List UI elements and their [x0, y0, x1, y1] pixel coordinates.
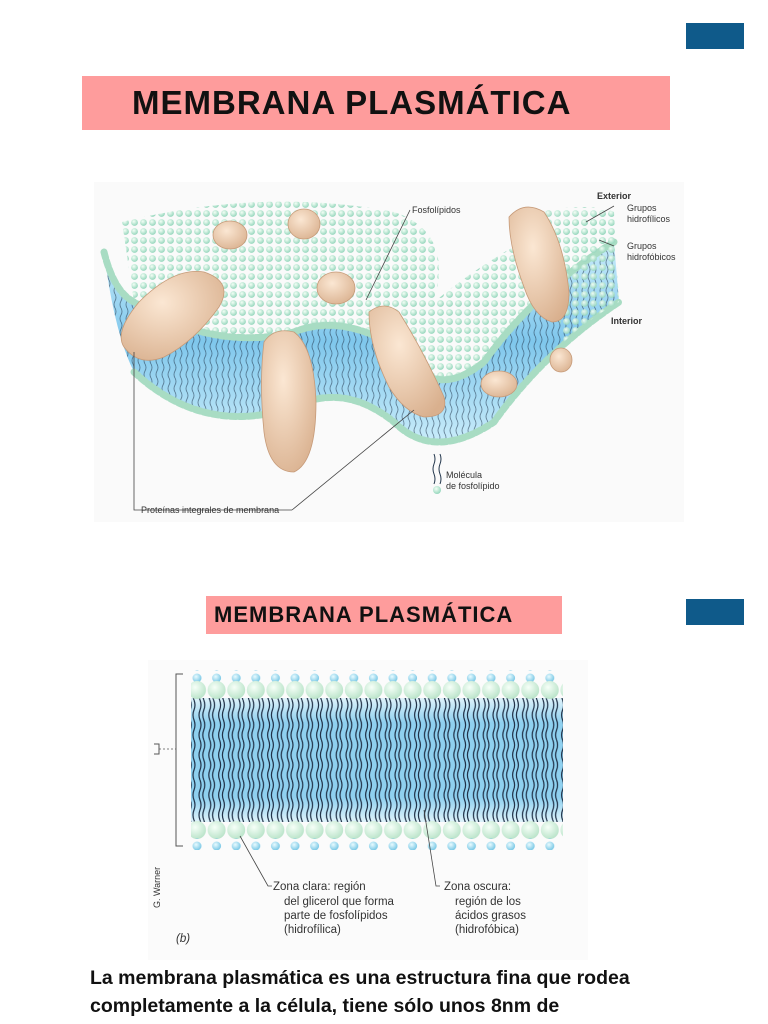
clear-zone-line-3: parte de fosfolípidos: [284, 910, 388, 922]
label-molecule-1: Molécula: [446, 470, 482, 480]
label-hydrophilic-1: Grupos: [627, 203, 657, 213]
panel-label: (b): [176, 933, 190, 945]
protein-peripheral: [212, 220, 248, 250]
label-hydrophilic-2: hidrofílicos: [627, 214, 671, 224]
inner-small-heads: [191, 838, 563, 850]
accent-bar-bottom: [686, 599, 744, 625]
membrane-bilayer-diagram: Zona clara: región del glicerol que form…: [148, 660, 588, 960]
page-title-text: MEMBRANA PLASMÁTICA: [132, 84, 572, 121]
clear-zone-line-1: Zona clara: región: [273, 881, 366, 893]
label-phospholipids: Fosfolípidos: [412, 205, 461, 215]
clear-zone-line-4: (hidrofílica): [284, 924, 341, 936]
protein-integral-right: [368, 305, 446, 418]
inner-large-heads: [191, 820, 563, 840]
clear-zone-line-2: del glicerol que forma: [284, 896, 395, 908]
outer-large-heads: [191, 680, 563, 700]
label-exterior: Exterior: [597, 191, 632, 201]
phospholipid-molecule-icon: [432, 453, 442, 485]
protein-integral-left: [120, 270, 225, 361]
membrane-3d-diagram: Fosfolípidos Exterior Grupos hidrofílico…: [94, 182, 684, 522]
body-paragraph: La membrana plasmática es una estructura…: [90, 967, 630, 1017]
label-hydrophobic-1: Grupos: [627, 241, 657, 251]
protein-integral-far-right: [508, 206, 570, 323]
section-title: MEMBRANA PLASMÁTICA: [206, 596, 562, 634]
outer-small-heads: [191, 670, 563, 682]
dark-zone-line-2: región de los: [455, 896, 521, 908]
dark-zone-line-1: Zona oscura:: [444, 881, 511, 893]
protein-peripheral: [287, 208, 321, 240]
bilayer-bracket: [175, 673, 183, 847]
protein-peripheral: [549, 347, 573, 373]
artist-credit: G. Warner: [152, 867, 162, 908]
protein-integral-center: [261, 330, 317, 473]
accent-bar-top: [686, 23, 744, 49]
label-molecule-2: de fosfolípido: [446, 481, 500, 491]
dark-zone-line-4: (hidrofóbica): [455, 924, 519, 936]
label-proteins: Proteínas integrales de membrana: [141, 505, 279, 515]
protein-peripheral: [316, 271, 356, 305]
label-hydrophobic-2: hidrofóbicos: [627, 252, 676, 262]
protein-peripheral: [480, 370, 518, 398]
dark-zone-line-3: ácidos grasos: [455, 910, 526, 922]
page-title: MEMBRANA PLASMÁTICA: [82, 76, 670, 130]
label-interior: Interior: [611, 316, 643, 326]
section-title-text: MEMBRANA PLASMÁTICA: [214, 602, 514, 627]
